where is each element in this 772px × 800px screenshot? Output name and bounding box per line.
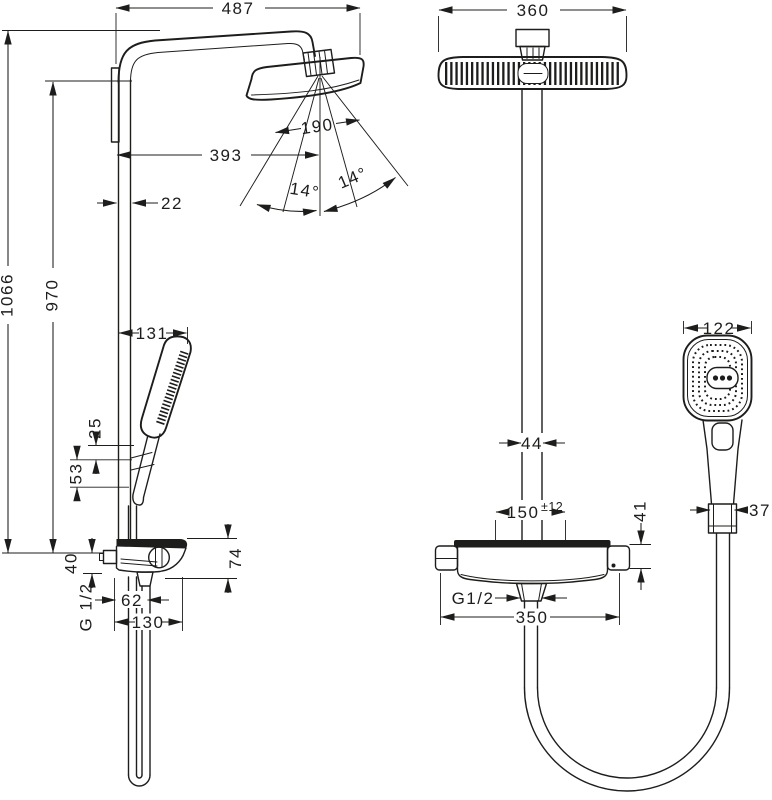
hand-shower-front — [682, 334, 753, 534]
dim-150-label: 150 — [507, 503, 540, 522]
dim-131-label: 131 — [136, 324, 169, 343]
thermostat-valve-side — [99, 539, 188, 573]
dim-350-label: 350 — [516, 608, 549, 627]
hose-front — [523, 532, 731, 792]
side-view: 14° 14° — [0, 0, 409, 787]
dim-150-tolerance-label: ±12 — [541, 500, 563, 514]
handle-left-edge — [702, 419, 713, 505]
spray-face-dots-side — [155, 350, 189, 426]
dimensions-side: 487 1066 970 190 393 22 — [0, 0, 361, 632]
valve-top-bar-front — [454, 540, 611, 548]
handle-right-edge — [732, 419, 743, 505]
spray-angle-right-label: 14° — [335, 163, 370, 192]
select-button — [711, 422, 734, 451]
head-connector-front — [515, 28, 550, 48]
overhead-shower-side — [245, 56, 365, 101]
hose-loop-side — [127, 505, 154, 787]
hose-outlet-side — [136, 571, 154, 587]
hose-nut — [707, 503, 738, 534]
riser-pipe-front — [521, 88, 543, 541]
dim-53-label: 53 — [66, 463, 85, 485]
valve-top-bar-side — [116, 539, 188, 549]
riser-pipe-side — [117, 79, 132, 541]
dim-130-label: 130 — [132, 613, 165, 632]
thread-label-front: G1/2 — [452, 589, 495, 608]
dim-40-label: 40 — [61, 552, 80, 574]
head-connector — [302, 48, 336, 78]
thread-label-side: G 1/2 — [76, 582, 95, 631]
dim-44-label: 44 — [521, 434, 543, 453]
spray-angle-left-label: 14° — [288, 179, 321, 202]
spray-cone: 14° 14° — [239, 57, 409, 216]
hand-shower-handle-side — [132, 433, 161, 506]
center-nozzle-pill — [706, 366, 739, 390]
spray-ring-middle — [698, 350, 737, 406]
front-view: 360 44 150 ±12 41 350 — [434, 1, 771, 792]
dim-1066-label: 1066 — [0, 273, 16, 317]
overhead-shower-front — [437, 28, 628, 90]
dim-74-label: 74 — [226, 547, 245, 569]
dim-41-label: 41 — [630, 500, 649, 522]
dim-190-label: 190 — [300, 115, 335, 138]
valve-knob — [147, 546, 170, 569]
dim-393-label: 393 — [210, 146, 243, 165]
holder-bracket — [130, 452, 153, 459]
valve-handle-right — [606, 545, 631, 571]
shower-arm — [117, 30, 316, 83]
dim-360-label: 360 — [517, 1, 550, 20]
dim-122-label: 122 — [703, 319, 736, 338]
hand-shower-face — [682, 334, 753, 422]
dim-25-label: 25 — [85, 417, 104, 439]
supply-port-side — [102, 549, 118, 565]
hand-shower-side — [130, 335, 192, 506]
dim-487-label: 487 — [222, 0, 255, 18]
dim-970-label: 970 — [42, 279, 61, 312]
dim-37-label: 37 — [749, 501, 771, 520]
thermostat-valve-front — [434, 540, 631, 602]
dim-22-label: 22 — [161, 194, 183, 213]
dimensions-front: 360 44 150 ±12 41 350 — [438, 1, 771, 627]
dim-62-label: 62 — [121, 591, 143, 610]
